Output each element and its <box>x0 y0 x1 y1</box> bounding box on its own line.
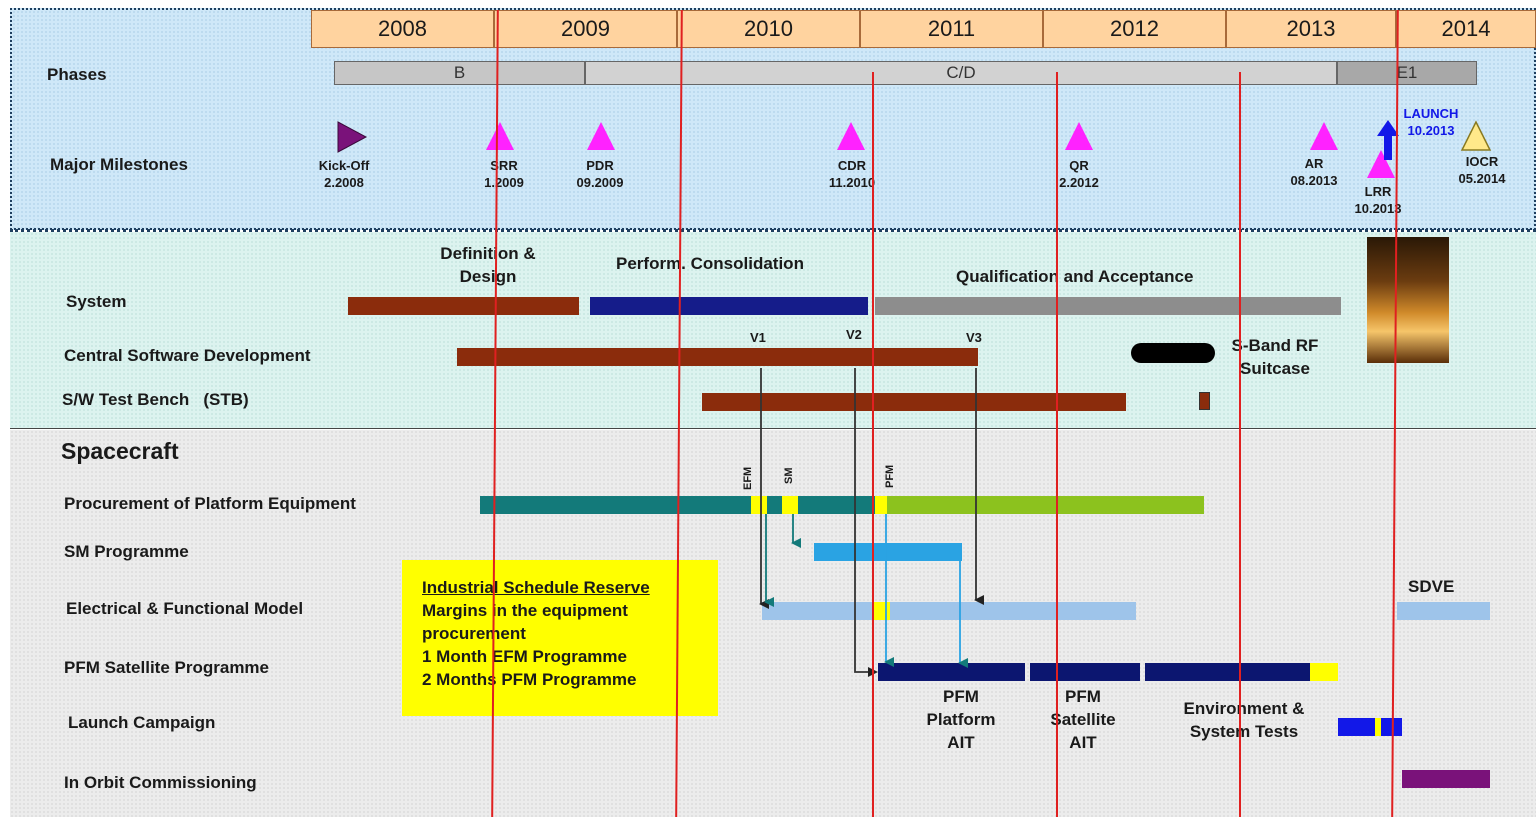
lrr-triangle-icon <box>1367 150 1395 178</box>
procurement-pfm-reserve <box>875 496 887 514</box>
year-2011: 2011 <box>860 10 1043 48</box>
sdve-bar <box>1397 602 1490 620</box>
definition-design-label: Definition & Design <box>440 244 536 286</box>
version-v3: V3 <box>966 330 982 345</box>
stb-small-bar <box>1199 392 1210 410</box>
row-label-phases: Phases <box>47 65 107 84</box>
consolidation-label: Perform. Consolidation <box>616 254 804 273</box>
row-label-efm: Electrical & Functional Model <box>66 599 304 618</box>
row-label-pfm: PFM Satellite Programme <box>64 658 270 677</box>
cdr-triangle-icon <box>837 122 865 150</box>
row-label-spacecraft: Spacecraft <box>61 438 179 464</box>
version-v1: V1 <box>750 330 766 345</box>
iocr-triangle-icon <box>1460 120 1492 151</box>
row-label-csd: Central Software Development <box>64 346 311 365</box>
caption-pfm-platform: PFM Platform AIT <box>926 687 996 752</box>
year-2009: 2009 <box>494 10 677 48</box>
note-line-3: 2 Months PFM Programme <box>422 670 637 689</box>
system-bar-consolidation <box>590 297 868 315</box>
phase-cd: C/D <box>585 61 1337 85</box>
system-bar-qualification <box>875 297 1341 315</box>
year-2010: 2010 <box>677 10 860 48</box>
stb-bar <box>702 393 1126 411</box>
procurement-efm-reserve <box>751 496 767 514</box>
year-2008: 2008 <box>311 10 494 48</box>
launch-photo <box>1367 237 1449 363</box>
pfm-reserve <box>1310 663 1338 681</box>
kickoff-triangle-icon <box>337 121 368 153</box>
procurement-sm-reserve <box>782 496 798 514</box>
milestone-line-cdr <box>872 72 874 817</box>
phase-b: B <box>334 61 585 85</box>
procurement-bar-lime <box>887 496 1204 514</box>
qr-triangle-icon <box>1065 122 1093 150</box>
band-divider <box>10 229 1536 232</box>
milestone-line-ar <box>1239 72 1241 817</box>
sm-bar <box>814 543 962 561</box>
launch-reserve <box>1375 718 1381 736</box>
qualification-label: Qualification and Acceptance <box>956 267 1194 286</box>
v2-arrow <box>854 368 878 677</box>
pdr-triangle-icon <box>587 122 615 150</box>
note-line-1: Margins in the equipment procurement <box>422 601 628 643</box>
row-label-milestones: Major Milestones <box>50 155 188 174</box>
spacecraft-band <box>10 430 1536 817</box>
milestone-line-qr <box>1056 72 1058 817</box>
year-2012: 2012 <box>1043 10 1226 48</box>
sdve-label: SDVE <box>1408 577 1455 596</box>
caption-environment: Environment & System Tests <box>1183 699 1305 741</box>
ar-triangle-icon <box>1310 122 1338 150</box>
csd-bar <box>457 348 978 366</box>
schedule-reserve-note: Industrial Schedule Reserve Margins in t… <box>402 560 718 716</box>
row-label-system: System <box>66 292 127 311</box>
sband-bar <box>1131 343 1215 363</box>
row-label-sm: SM Programme <box>64 542 189 561</box>
row-label-ioc: In Orbit Commissioning <box>64 773 257 792</box>
system-bar-definition <box>348 297 579 315</box>
system-band <box>10 232 1536 429</box>
srr-triangle-icon <box>486 122 514 150</box>
row-label-stb: S/W Test Bench (STB) <box>62 390 249 409</box>
pfm-bar-platform <box>878 663 1025 681</box>
note-title: Industrial Schedule Reserve <box>422 578 650 597</box>
sband-label: S-Band RF Suitcase <box>1231 336 1319 378</box>
phase-e1: E1 <box>1337 61 1477 85</box>
note-line-2: 1 Month EFM Programme <box>422 647 627 666</box>
year-2013: 2013 <box>1226 10 1396 48</box>
version-v2: V2 <box>846 327 862 342</box>
ioc-bar <box>1402 770 1490 788</box>
launch-bar <box>1338 718 1402 736</box>
caption-pfm-satellite: PFM Satellite AIT <box>1050 687 1116 752</box>
row-label-launch: Launch Campaign <box>68 713 216 732</box>
pfm-bar-environment <box>1145 663 1310 681</box>
launch-arrow-icon <box>1377 120 1399 160</box>
year-2014: 2014 <box>1396 10 1536 48</box>
row-label-procurement: Procurement of Platform Equipment <box>64 494 356 513</box>
